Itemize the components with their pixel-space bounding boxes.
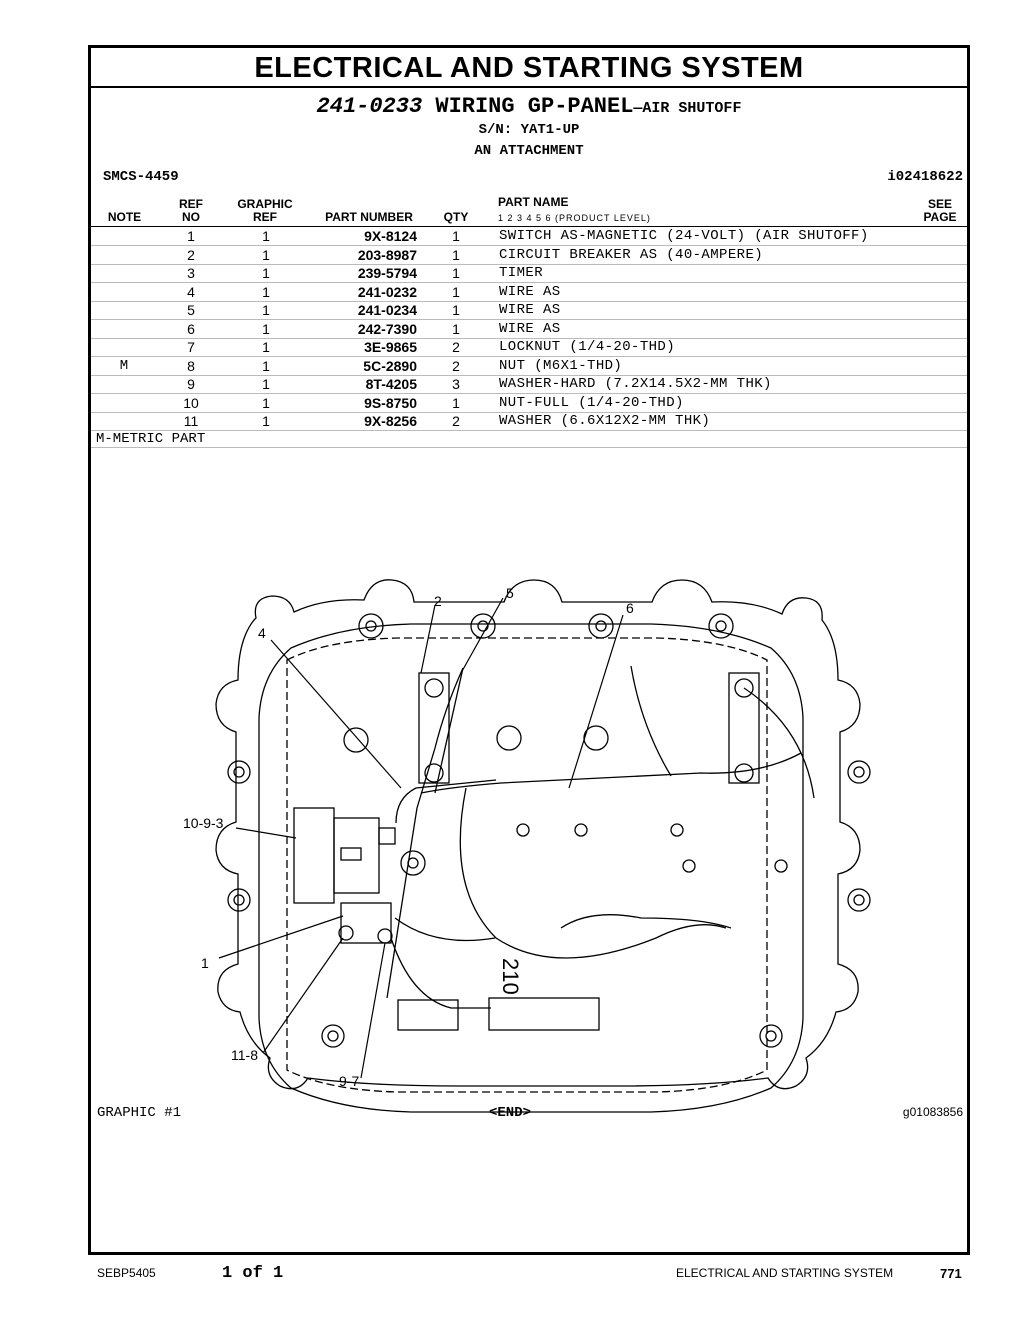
housing-outline bbox=[215, 579, 861, 1090]
part-number[interactable]: 3E-9865 bbox=[364, 339, 417, 355]
callout-1: 1 bbox=[201, 955, 209, 971]
group-title: 241-0233 WIRING GP-PANEL—AIR SHUTOFF bbox=[91, 94, 967, 119]
part-number[interactable]: 8T-4205 bbox=[365, 376, 417, 392]
header-note: NOTE bbox=[107, 210, 142, 224]
callout-5: 5 bbox=[506, 585, 514, 601]
header-part-name: PART NAME bbox=[498, 195, 569, 209]
header-graphic-bottom: REF bbox=[253, 210, 277, 224]
mounting-bolts bbox=[227, 613, 871, 1048]
part-number[interactable]: 203-8987 bbox=[357, 246, 417, 263]
bottom-connector bbox=[488, 997, 600, 1031]
document-number: SEBP5405 bbox=[97, 1266, 156, 1280]
metric-note: M-METRIC PART bbox=[96, 431, 206, 447]
part-number[interactable]: 9X-8124 bbox=[364, 228, 417, 244]
part-number[interactable]: 242-7390 bbox=[357, 320, 417, 337]
header-product-levels: 1 2 3 4 5 6 (PRODUCT LEVEL) bbox=[498, 213, 651, 223]
group-name: WIRING GP-PANEL bbox=[435, 94, 634, 119]
header-see-top: SEE bbox=[927, 197, 952, 211]
group-part-number: 241-0233 bbox=[316, 94, 423, 119]
callout-6: 6 bbox=[626, 600, 634, 616]
inner-panel bbox=[286, 637, 768, 1093]
callout-4: 4 bbox=[258, 625, 266, 641]
header-ref-bottom: NO bbox=[182, 210, 200, 224]
end-label: <END> bbox=[489, 1105, 532, 1121]
leader-lines bbox=[218, 597, 624, 1079]
header-rule bbox=[91, 226, 967, 227]
footer-section: ELECTRICAL AND STARTING SYSTEM bbox=[676, 1266, 894, 1280]
callout-10-9-3: 10-9-3 bbox=[183, 815, 224, 831]
wires bbox=[386, 665, 815, 1009]
callout-11-8: 11-8 bbox=[231, 1047, 258, 1063]
timer bbox=[293, 807, 396, 904]
group-suffix: —AIR SHUTOFF bbox=[633, 100, 742, 117]
part-number[interactable]: 9S-8750 bbox=[364, 394, 417, 411]
serial-range: S/N: YAT1-UP bbox=[478, 122, 580, 138]
page-frame: ELECTRICAL AND STARTING SYSTEM 241-0233 … bbox=[88, 45, 970, 1255]
header-ref: REF NO bbox=[173, 198, 209, 224]
header-see-page: SEE PAGE bbox=[915, 198, 965, 224]
graphic-label: GRAPHIC #1 bbox=[97, 1105, 182, 1121]
header-ref-top: REF bbox=[179, 197, 203, 211]
part-number[interactable]: 239-5794 bbox=[357, 265, 417, 281]
callout-9-7: 9-7 bbox=[339, 1073, 359, 1089]
page-count: 1 of 1 bbox=[222, 1264, 284, 1283]
callout-2: 2 bbox=[434, 593, 442, 609]
inner-rim bbox=[258, 623, 804, 1113]
table-bottom-rule bbox=[91, 447, 967, 448]
page-number: 771 bbox=[940, 1266, 962, 1281]
header-qty: QTY bbox=[443, 210, 469, 224]
header-part-number: PART NUMBER bbox=[325, 210, 413, 224]
illustration-id: i02418622 bbox=[887, 169, 963, 185]
smcs-code: SMCS-4459 bbox=[103, 169, 179, 185]
header-graphic-ref: GRAPHIC REF bbox=[229, 198, 301, 224]
part-number[interactable]: 9X-8256 bbox=[364, 413, 417, 429]
part-number[interactable]: 241-0234 bbox=[357, 302, 417, 318]
graphic-id: g01083856 bbox=[902, 1105, 963, 1119]
panel-stamp: 210 bbox=[498, 958, 523, 995]
part-number[interactable]: 5C-2890 bbox=[363, 357, 417, 374]
section-title: ELECTRICAL AND STARTING SYSTEM bbox=[91, 48, 967, 88]
header-see-bottom: PAGE bbox=[923, 210, 957, 224]
part-number[interactable]: 241-0232 bbox=[357, 283, 417, 300]
attachment-label: AN ATTACHMENT bbox=[474, 143, 584, 159]
wiring-diagram: 2 5 6 4 10-9-3 1 11-8 9-7 210 bbox=[183, 579, 871, 1113]
header-graphic-top: GRAPHIC bbox=[237, 197, 293, 211]
